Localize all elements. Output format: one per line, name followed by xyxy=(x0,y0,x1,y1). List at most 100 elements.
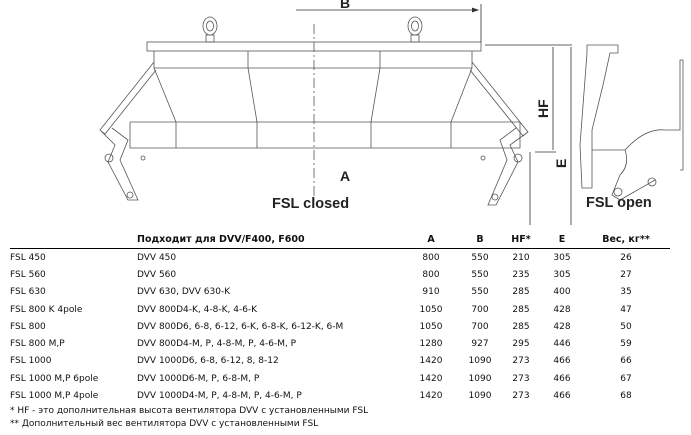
cell-e: 466 xyxy=(553,391,571,402)
cell-a: 1280 xyxy=(419,339,443,350)
header-a: A xyxy=(402,232,460,249)
cell-b: 1090 xyxy=(468,391,492,402)
header-model xyxy=(10,232,137,249)
cell-weight: 67 xyxy=(620,373,632,384)
dim-e-label: E xyxy=(553,159,569,168)
cell-compatible: DVV 800D4-K, 4-8-K, 4-6-K xyxy=(137,304,258,315)
cell-model: FSL 450 xyxy=(10,252,46,263)
dim-hf-label: HF xyxy=(535,99,551,118)
header-compatible: Подходит для DVV/F400, F600 xyxy=(137,232,402,249)
cell-model: FSL 1000 M,P 6pole xyxy=(10,373,99,384)
dim-a-label: A xyxy=(340,168,350,184)
shutter-left xyxy=(99,61,157,201)
cell-b: 1090 xyxy=(468,356,492,367)
cell-compatible: DVV 800D4-M, P, 4-8-M, P, 4-6-M, P xyxy=(137,339,297,350)
cell-a: 800 xyxy=(422,252,440,263)
fan-body xyxy=(153,51,473,123)
dim-b-label: B xyxy=(340,0,350,11)
cell-b: 550 xyxy=(471,287,489,298)
specs-table: Подходит для DVV/F400, F600 A B HF* E Ве… xyxy=(10,232,670,405)
cell-compatible: DVV 630, DVV 630-K xyxy=(137,287,231,298)
cell-weight: 66 xyxy=(620,356,632,367)
cell-compatible: DVV 1000D4-M, P, 4-8-M, P, 4-6-M, P xyxy=(137,391,302,402)
cell-b: 550 xyxy=(471,269,489,280)
table-row: FSL 1000 DVV 1000D6, 6-8, 6-12, 8, 8-12 14… xyxy=(10,353,670,370)
cell-compatible: DVV 450 xyxy=(137,252,177,263)
cell-hf: 295 xyxy=(512,339,530,350)
table-row: FSL 800 M,P DVV 800D4-M, P, 4-8-M, P, 4-6… xyxy=(10,335,670,352)
cell-b: 700 xyxy=(471,304,489,315)
cell-b: 550 xyxy=(471,252,489,263)
eye-bolt-left xyxy=(202,16,218,43)
cell-model: FSL 560 xyxy=(10,269,46,280)
cell-hf: 285 xyxy=(512,321,530,332)
cell-e: 428 xyxy=(553,321,571,332)
cell-b: 700 xyxy=(471,321,489,332)
table-row: FSL 1000 M,P 6pole DVV 1000D6-M, P, 6-8-M… xyxy=(10,370,670,387)
cell-b: 1090 xyxy=(468,373,492,384)
cell-weight: 27 xyxy=(620,269,632,280)
table-row: FSL 560 DVV 560 800 550 235 305 27 xyxy=(10,266,670,283)
cell-weight: 26 xyxy=(620,252,632,263)
cell-e: 305 xyxy=(553,252,571,263)
table-row: FSL 1000 M,P 4pole DVV 1000D4-M, P, 4-8-M… xyxy=(10,387,670,404)
cell-hf: 273 xyxy=(512,356,530,367)
cell-compatible: DVV 1000D6-M, P, 6-8-M, P xyxy=(137,373,260,384)
footnote-weight: ** Дополнительный вес вентилятора DVV с … xyxy=(10,419,319,429)
cell-model: FSL 1000 xyxy=(10,356,52,367)
cell-a: 1420 xyxy=(419,373,443,384)
cell-hf: 285 xyxy=(512,304,530,315)
cell-hf: 210 xyxy=(512,252,530,263)
cell-hf: 273 xyxy=(512,391,530,402)
cell-weight: 47 xyxy=(620,304,632,315)
caption-fsl-open: FSL open xyxy=(586,195,652,211)
cell-weight: 59 xyxy=(620,339,632,350)
cell-hf: 235 xyxy=(512,269,530,280)
cell-model: FSL 800 K 4pole xyxy=(10,304,83,315)
cell-e: 446 xyxy=(553,339,571,350)
fsl-technical-drawing: B HF E A FSL closed FSL open xyxy=(99,0,684,225)
cell-model: FSL 1000 M,P 4pole xyxy=(10,391,99,402)
header-weight: Вес, кг** xyxy=(582,232,670,249)
header-e: E xyxy=(542,232,582,249)
cell-weight: 68 xyxy=(620,391,632,402)
cell-a: 910 xyxy=(422,287,440,298)
cell-a: 1420 xyxy=(419,356,443,367)
cell-model: FSL 800 M,P xyxy=(10,339,65,350)
cell-e: 466 xyxy=(553,356,571,367)
cell-e: 466 xyxy=(553,373,571,384)
cell-weight: 35 xyxy=(620,287,632,298)
cell-a: 1420 xyxy=(419,391,443,402)
table-row: FSL 800 DVV 800D6, 6-8, 6-12, 6-K, 6-8-K,… xyxy=(10,318,670,335)
shutter-right xyxy=(469,61,529,206)
bottom-frame xyxy=(129,121,521,149)
cell-e: 305 xyxy=(553,269,571,280)
cell-a: 1050 xyxy=(419,321,443,332)
table-row: FSL 630 DVV 630, DVV 630-K 910 550 285 400 35 xyxy=(10,284,670,301)
fsl-open-view xyxy=(579,44,684,201)
caption-fsl-closed: FSL closed xyxy=(272,196,349,212)
cell-compatible: DVV 800D6, 6-8, 6-12, 6-K, 6-8-K, 6-12-K… xyxy=(137,321,344,332)
cell-e: 428 xyxy=(553,304,571,315)
header-b: B xyxy=(460,232,500,249)
cell-hf: 285 xyxy=(512,287,530,298)
cell-e: 400 xyxy=(553,287,571,298)
cell-a: 1050 xyxy=(419,304,443,315)
cell-model: FSL 630 xyxy=(10,287,46,298)
dimension-a xyxy=(529,152,531,225)
cell-model: FSL 800 xyxy=(10,321,46,332)
cell-compatible: DVV 1000D6, 6-8, 6-12, 8, 8-12 xyxy=(137,356,279,367)
header-hf: HF* xyxy=(500,232,542,249)
cell-weight: 50 xyxy=(620,321,632,332)
cell-compatible: DVV 560 xyxy=(137,269,177,280)
footnote-hf: * HF - это дополнительная высота вентиля… xyxy=(10,406,369,416)
dimension-b xyxy=(296,4,482,42)
cell-b: 927 xyxy=(471,339,489,350)
eye-bolt-right xyxy=(407,16,423,43)
table-header-row: Подходит для DVV/F400, F600 A B HF* E Ве… xyxy=(10,232,670,249)
table-row: FSL 450 DVV 450 800 550 210 305 26 xyxy=(10,249,670,267)
dimension-hf xyxy=(485,44,572,225)
cell-hf: 273 xyxy=(512,373,530,384)
cell-a: 800 xyxy=(422,269,440,280)
